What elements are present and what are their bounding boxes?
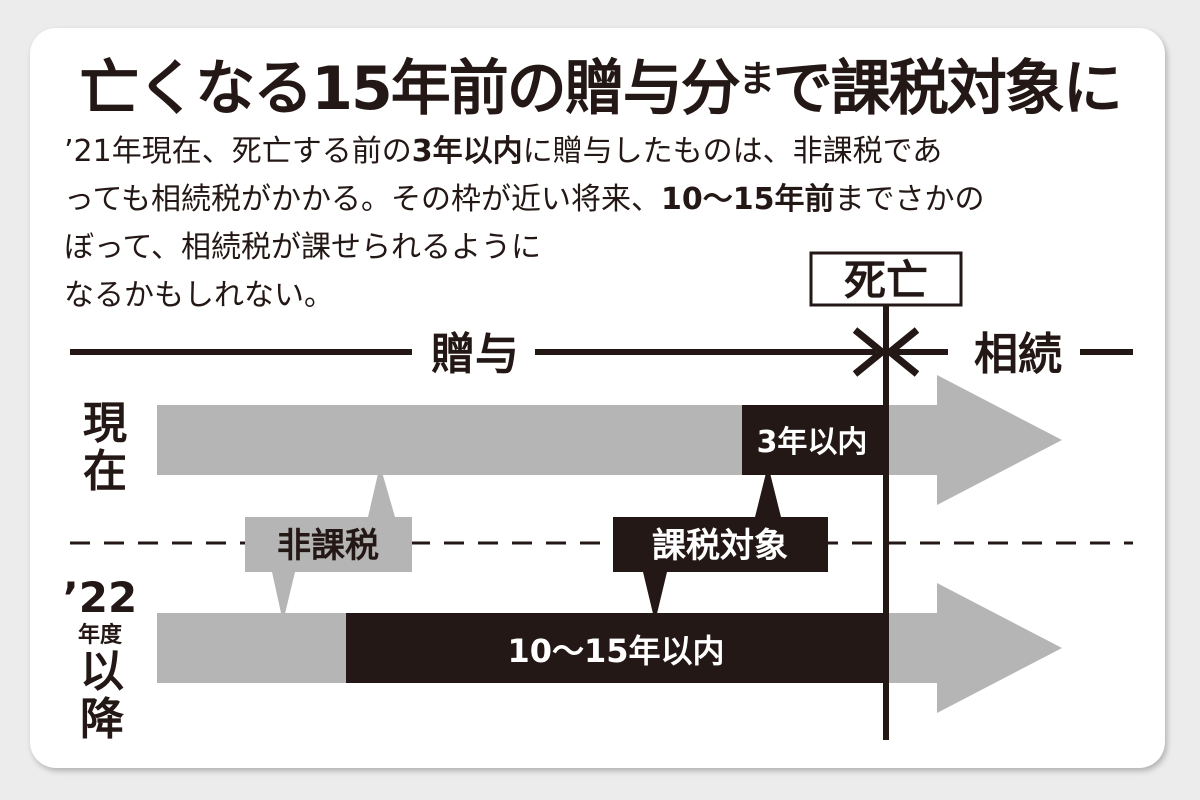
row-future-label-1: 以 — [80, 646, 124, 697]
tax-callout — [613, 465, 828, 622]
current-taxed-label: 3年以内 — [757, 425, 868, 460]
tax-callout-label: 課税対象 — [652, 526, 788, 566]
future-taxed-label: 10〜15年以内 — [507, 632, 724, 670]
future-taxed-block — [346, 613, 886, 683]
row-future-label-2: 降 — [80, 694, 124, 745]
current-taxed-block — [742, 405, 886, 475]
headline: 亡くなる15年前の贈与分まで課税対象に — [79, 54, 1123, 124]
description-line-3: ぼって、相続税が課せられるように — [64, 230, 541, 265]
description-line-2: っても相続税がかかる。その枠が近い将来、10〜15年前までさかの — [64, 182, 985, 217]
description-line-4: なるかもしれない。 — [64, 278, 334, 313]
row-future-year: ’22 — [63, 573, 137, 622]
death-label: 死亡 — [844, 256, 928, 305]
inherit-label: 相続 — [974, 329, 1062, 380]
description-line-1: ’21年現在、死亡する前の3年以内に贈与したものは、非課税であ — [64, 134, 943, 169]
row-current-label-1: 現 — [83, 398, 127, 449]
row-current-label-2: 在 — [83, 446, 127, 497]
death-box — [809, 251, 963, 307]
row-future-fy: 年度 — [78, 622, 123, 648]
nontax-callout-label: 非課税 — [277, 526, 379, 566]
description: ’21年現在、死亡する前の3年以内に贈与したものは、非課税であ っても相続税がか… — [64, 128, 985, 320]
nontax-callout — [245, 465, 412, 622]
gift-label: 贈与 — [431, 329, 519, 380]
current-period-arrow — [157, 375, 1062, 505]
